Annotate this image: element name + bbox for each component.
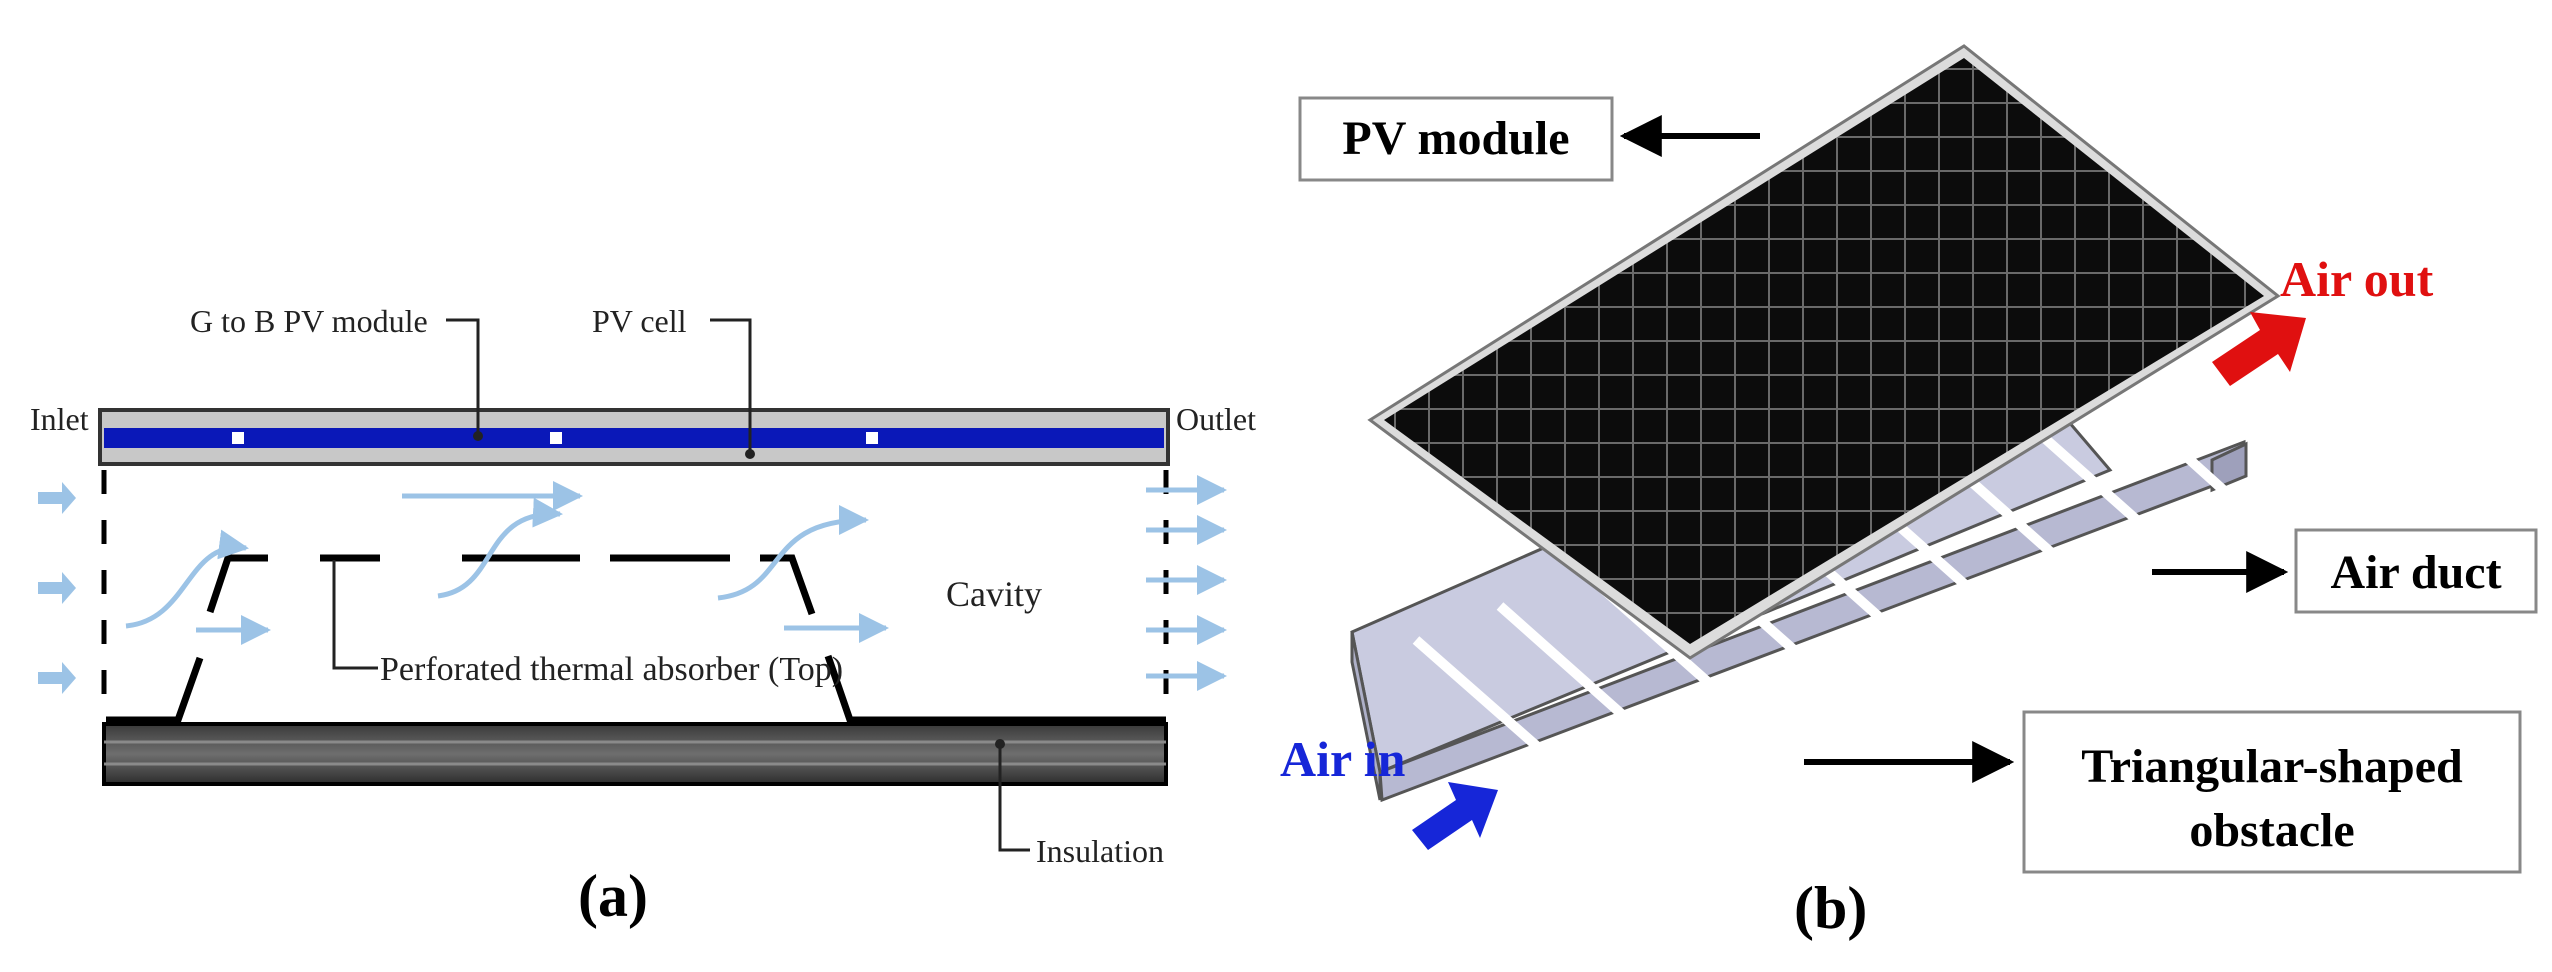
caption-a: (a) — [578, 863, 648, 929]
label-pv-module: PV module — [1342, 112, 1569, 165]
pv-module-cells — [1384, 58, 2264, 644]
label-outlet: Outlet — [1176, 401, 1256, 437]
insulation-block — [102, 722, 1168, 786]
obstacle-ridge — [1412, 636, 1602, 804]
panel-a-cross-section: Inlet Outlet G to B PV module PV cell Ca… — [30, 303, 1256, 929]
box-obstacle — [2022, 710, 2522, 874]
duct-front-wall — [1350, 631, 1382, 801]
leader-g-to-b — [446, 318, 480, 436]
pv-module-panel — [1367, 44, 2281, 660]
leader-dot — [995, 739, 1005, 749]
absorber-right-top — [760, 554, 816, 616]
leader-pv-cell — [710, 318, 752, 454]
box-air-duct — [2294, 528, 2538, 614]
label-obstacle-line2: obstacle — [2189, 804, 2354, 857]
label-air-in: Air in — [1280, 731, 1406, 787]
inlet-arrow-icon — [38, 572, 76, 604]
label-inlet: Inlet — [30, 401, 89, 437]
pv-cell-gap — [232, 432, 244, 444]
internal-flow-curves — [125, 481, 889, 645]
leader-insulation — [998, 744, 1030, 852]
inlet-arrow-icon — [38, 662, 76, 694]
absorber-left-ramp — [106, 656, 204, 724]
air-out-arrow-icon — [2212, 312, 2306, 386]
label-absorber: Perforated thermal absorber (Top) — [380, 651, 843, 688]
leader-dot — [745, 449, 755, 459]
inlet-flow-arrows — [38, 482, 76, 694]
flow-curve-icon — [125, 529, 249, 629]
label-g-to-b: G to B PV module — [190, 303, 428, 339]
flow-curve-icon — [717, 505, 869, 601]
pv-cell-gap — [866, 432, 878, 444]
leader-dot — [473, 431, 483, 441]
label-cavity: Cavity — [946, 574, 1042, 614]
panel-b-3d-view: PV module Air duct Triangular-shaped obs… — [1280, 44, 2538, 941]
inlet-arrow-icon — [38, 482, 76, 514]
pv-cell-band — [104, 428, 1164, 448]
absorber-left-top — [206, 554, 268, 614]
box-pv-module — [1298, 96, 1614, 182]
label-air-out: Air out — [2280, 251, 2434, 307]
obstacle-ridge — [1496, 602, 1684, 770]
caption-b: (b) — [1794, 875, 1867, 941]
outlet-flow-arrows — [1146, 475, 1227, 691]
absorber-right-ramp — [824, 654, 1166, 724]
air-in-arrow-icon — [1412, 782, 1498, 850]
pv-cell-gap — [550, 432, 562, 444]
label-pv-cell: PV cell — [592, 303, 687, 339]
label-obstacle-line1: Triangular-shaped — [2081, 740, 2463, 793]
flow-curve-icon — [437, 497, 563, 599]
label-insulation: Insulation — [1036, 833, 1164, 869]
leader-absorber — [332, 560, 378, 670]
label-air-duct: Air duct — [2330, 546, 2501, 599]
